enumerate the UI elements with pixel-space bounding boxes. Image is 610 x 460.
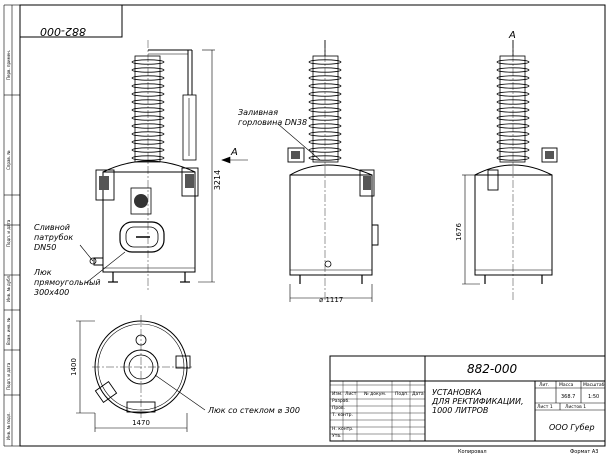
row-utv: Утв. [332, 433, 341, 439]
stamp-sheet: Лист 1 [537, 404, 553, 410]
top-view: 1400 1470 Люк со стеклом ⌀ 300 [70, 315, 300, 432]
row-sign: Подп. [395, 391, 409, 397]
zaliv-line-1: Заливная [238, 108, 278, 117]
side-inv-podl: Инв. № подл. [6, 412, 11, 440]
lyuk-line-1: Люк [33, 268, 52, 277]
side-perv: Перв. примен. [6, 50, 11, 80]
footer-format: Формат А3 [570, 449, 598, 455]
row-tkontr: Т. контр. [331, 412, 353, 418]
front-view: 3214 A [89, 40, 248, 290]
side-sprav: Справ. № [6, 151, 11, 170]
view-a-label-1: A [230, 147, 238, 158]
sliv-line-3: DN50 [34, 243, 56, 252]
company-name: ООО Губер [549, 423, 595, 432]
rotated-number-box: 882-000 [19, 4, 123, 38]
row-razrab: Разраб. [332, 398, 350, 404]
sheet-frame [19, 4, 606, 447]
stamp-sheets: Листов 1 [565, 404, 586, 410]
stamp-lit: Лит. [539, 382, 549, 388]
zaliv-line-2: горловина DN38 [238, 118, 307, 127]
rear-tank [474, 174, 553, 276]
side-strip: Перв. примен. Справ. № Подп. и дата Инв.… [3, 4, 20, 447]
row-nkontr: Н. контр. [332, 426, 354, 432]
row-doc: № докум. [364, 391, 386, 397]
front-tank [102, 171, 196, 273]
dim-diameter: ⌀ 1117 [319, 296, 343, 304]
footer-copied: Копировал [458, 449, 487, 455]
side-inv-dubl: Инв. № дубл. [6, 275, 11, 302]
stamp-scale: Масштаб [583, 382, 605, 388]
view-a-label-2: A [508, 30, 516, 41]
sliv-line-1: Сливной [34, 223, 70, 232]
dim-width: 1470 [132, 419, 150, 427]
side-podp-data-2: Подп. и дата [6, 362, 11, 390]
lyuk-line-3: 300x400 [34, 288, 69, 297]
rear-view: A 1676 [455, 30, 558, 300]
row-izm: Изм. [332, 391, 343, 397]
front-annotations: Сливной патрубок DN50 Люк прямоугольный … [33, 223, 126, 297]
title-line-3: 1000 ЛИТРОВ [432, 406, 488, 415]
side-view: ⌀ 1117 Заливная горловина DN38 [238, 40, 379, 304]
dim-height-2: 1676 [455, 223, 463, 241]
side-vzam: Взам. инв. № [6, 318, 11, 345]
lyuk-line-2: прямоугольный [34, 278, 100, 287]
drawing-number: 882-000 [467, 362, 518, 376]
lyuk-glass-label: Люк со стеклом ⌀ 300 [207, 406, 300, 415]
dim-height-1: 3214 [213, 170, 222, 190]
row-prov: Пров. [332, 405, 345, 411]
row-date: Дата [412, 391, 424, 397]
title-line-1: УСТАНОВКА [432, 388, 482, 397]
front-hatch [119, 221, 165, 253]
sliv-line-2: патрубок [34, 233, 73, 242]
stamp-scale-value: 1:50 [588, 394, 599, 400]
drawing-number-rotated: 882-000 [40, 25, 86, 38]
row-list: Лист [345, 391, 357, 397]
side-podp-data-1: Подп. и дата [6, 219, 11, 247]
stamp-mass-value: 368.7 [561, 394, 575, 400]
dim-depth: 1400 [70, 358, 78, 376]
stamp-mass: Масса [559, 382, 574, 388]
title-block: 882-000 УСТАНОВКА ДЛЯ РЕКТИФИКАЦИИ, 1000… [329, 355, 606, 442]
title-line-2: ДЛЯ РЕКТИФИКАЦИИ, [431, 397, 524, 406]
